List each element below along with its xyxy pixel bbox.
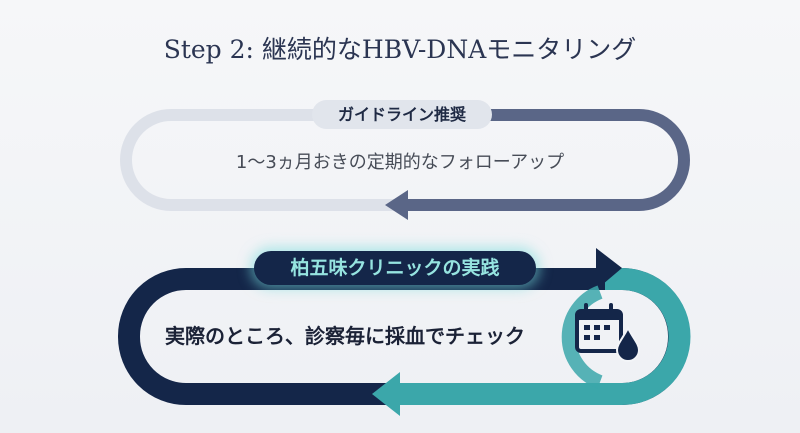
clinic-text: 実際のところ、診察毎に採血でチェック: [165, 324, 525, 348]
guideline-text: 1〜3ヵ月おきの定期的なフォローアップ: [235, 152, 565, 173]
guideline-arrow-head: [385, 190, 408, 220]
inner-arc: [561, 285, 603, 389]
clinic-arrow-right: [596, 248, 622, 290]
guideline-badge: ガイドライン推奨: [312, 100, 492, 129]
page-title: Step 2: 継続的なHBV-DNAモニタリング: [163, 35, 637, 64]
clinic-arrow-left: [372, 372, 400, 416]
guideline-loop-active: [405, 109, 690, 211]
clinic-badge: 柏五味クリニックの実践: [254, 251, 536, 285]
clinic-loop-teal: [398, 268, 691, 405]
calendar-blood-drop-icon: [575, 303, 641, 362]
